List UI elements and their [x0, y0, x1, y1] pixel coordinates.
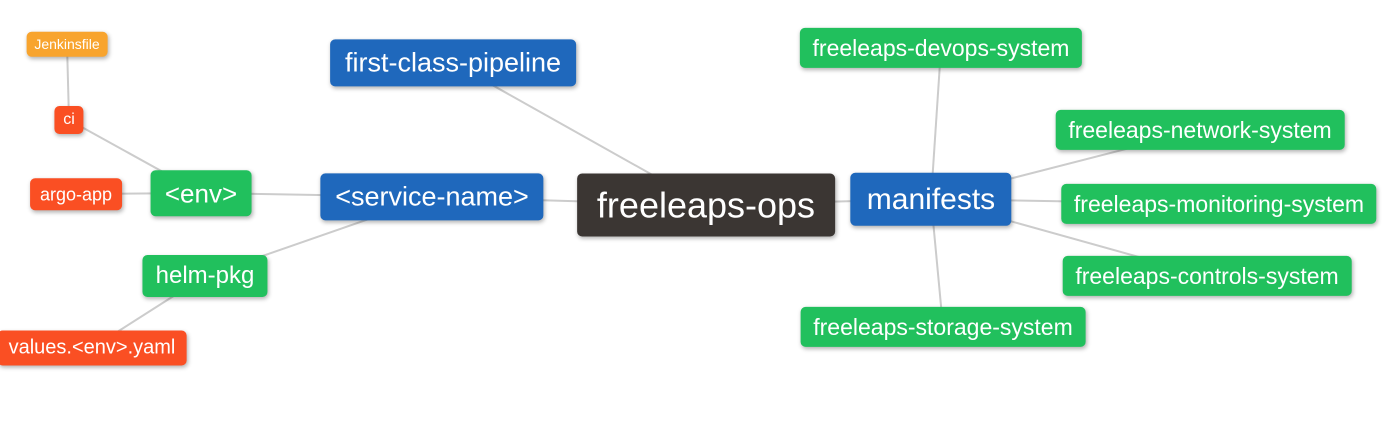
node-storage-system[interactable]: freeleaps-storage-system — [800, 306, 1086, 348]
node-jenkinsfile[interactable]: Jenkinsfile — [26, 31, 108, 57]
node-manifests[interactable]: manifests — [850, 172, 1012, 226]
node-first-class-pipeline[interactable]: first-class-pipeline — [330, 39, 576, 87]
node-ci[interactable]: ci — [54, 106, 84, 134]
node-service-name[interactable]: <service-name> — [320, 173, 544, 221]
node-devops-system[interactable]: freeleaps-devops-system — [799, 27, 1083, 69]
node-monitoring-system[interactable]: freeleaps-monitoring-system — [1061, 183, 1377, 225]
node-network-system[interactable]: freeleaps-network-system — [1055, 109, 1345, 151]
node-controls-system[interactable]: freeleaps-controls-system — [1062, 255, 1352, 297]
node-env[interactable]: <env> — [150, 170, 252, 216]
node-freeleaps-ops[interactable]: freeleaps-ops — [577, 173, 835, 237]
node-helm-pkg[interactable]: helm-pkg — [142, 255, 268, 297]
node-values-env-yaml[interactable]: values.<env>.yaml — [0, 330, 187, 366]
node-argo-app[interactable]: argo-app — [30, 178, 122, 210]
